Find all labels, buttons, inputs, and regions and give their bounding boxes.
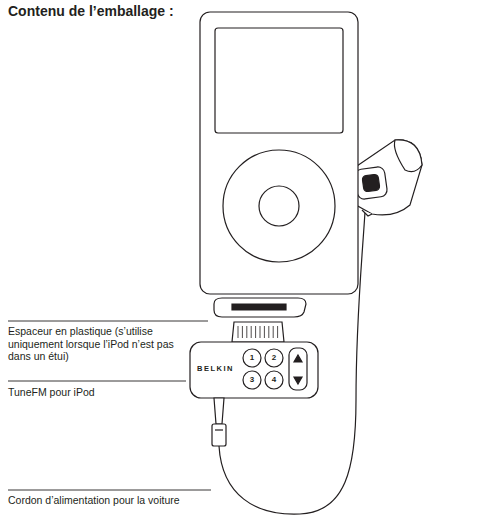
tunefm-device: [294, 377, 302, 384]
tunefm-device: [294, 355, 302, 362]
button-number: 1: [250, 353, 254, 363]
tunefm-device: [212, 424, 226, 446]
tunefm-device: [289, 348, 307, 390]
tunefm-device: [243, 349, 261, 367]
tunefm-device: [190, 342, 318, 398]
plastic-spacer: [214, 298, 306, 317]
leader-lines: [8, 490, 211, 491]
part-label: Cordon d’alimentation pour la voiture: [8, 494, 186, 507]
car-charger: [362, 210, 372, 216]
button-number: 3: [250, 375, 254, 385]
car-charger: [354, 166, 388, 200]
dock-connector: [232, 322, 284, 342]
tunefm-device: [214, 398, 224, 424]
part-label: TuneFM pour iPod: [8, 386, 95, 399]
button-number: 4: [272, 375, 276, 385]
tunefm-device: [243, 371, 261, 389]
page-title: Contenu de l’emballage :: [8, 3, 174, 20]
car-charger: [350, 140, 422, 215]
car-charger: [350, 140, 422, 216]
ipod: [259, 186, 299, 226]
tunefm-device: [215, 429, 223, 430]
part-label: Espaceur en plastique (s’utilise uniquem…: [8, 325, 186, 363]
car-charger: [362, 174, 380, 192]
ipod: [200, 12, 358, 294]
leader-lines: [8, 321, 211, 490]
dock-connector: [238, 326, 278, 338]
tunefm-device: [265, 349, 283, 367]
plastic-spacer: [214, 298, 306, 317]
tunefm-device: [190, 342, 318, 446]
ipod: [200, 12, 358, 294]
button-number: 2: [272, 353, 276, 363]
leader-lines: [8, 321, 208, 322]
tunefm-device: [265, 371, 283, 389]
car-charger: [394, 140, 422, 172]
dock-connector: [232, 322, 284, 342]
ipod: [223, 150, 335, 262]
leader-lines: [8, 381, 186, 382]
brand-mark: BELKIN: [197, 364, 234, 373]
plastic-spacer: [232, 304, 286, 310]
ipod: [215, 28, 343, 133]
